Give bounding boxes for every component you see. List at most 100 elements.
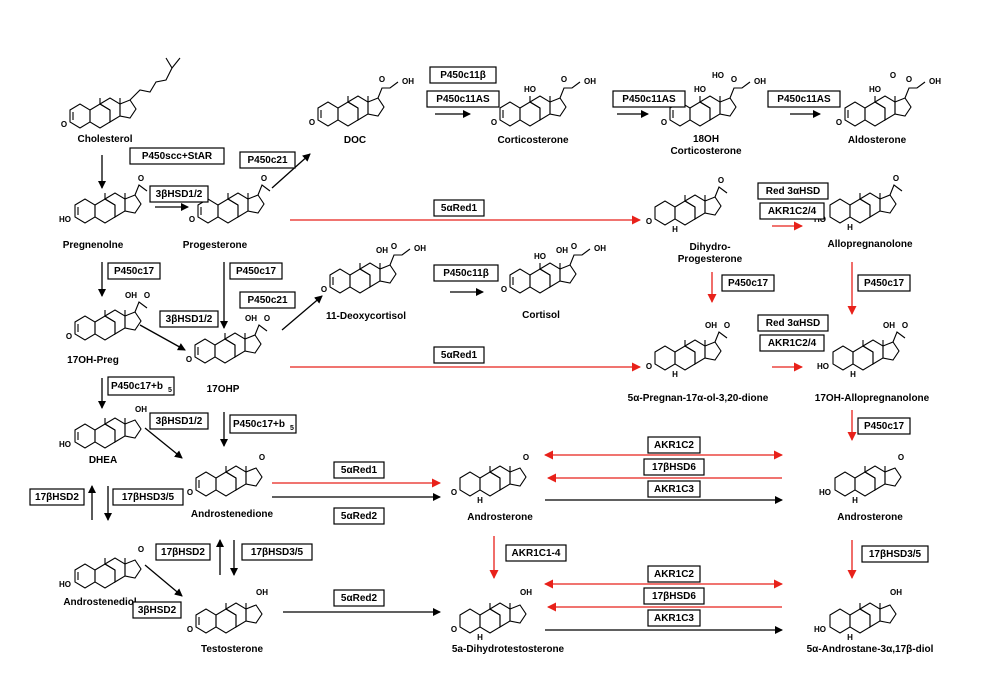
atom-label: OH xyxy=(594,244,606,253)
compound-aldosterone: Aldosterone xyxy=(848,135,907,146)
atom-label: OH xyxy=(520,588,532,597)
enzyme-box: 17βHSD2 xyxy=(155,543,211,561)
red-arrows xyxy=(272,215,857,612)
aldosterone-structure: O OH HO O O xyxy=(836,71,941,127)
atom-label: OH xyxy=(245,314,257,323)
enzyme-akr1c2-label: AKR1C2 xyxy=(654,569,694,580)
androstenedione-structure: O O xyxy=(187,453,265,497)
enzyme-5ared1-label: 5αRed1 xyxy=(341,465,378,476)
atom-label: H xyxy=(672,370,678,379)
enzyme-box: 17βHSD3/5 xyxy=(241,543,313,561)
enzyme-5ared1-label: 5αRed1 xyxy=(441,203,478,214)
enzyme-box: P450c17 xyxy=(721,274,775,292)
enzyme-box: 5αRed1 xyxy=(333,461,385,479)
compound-17oh-allopregnanolone: 17OH-Allopregnanolone xyxy=(815,393,930,404)
atom-label: O xyxy=(187,625,193,634)
atom-label: OH xyxy=(929,77,941,86)
enzyme-5ared2-label: 5αRed2 xyxy=(341,593,378,604)
compound-progesterone: Progesterone xyxy=(183,240,248,251)
enzyme-box: P450c17 xyxy=(107,262,161,280)
enzyme-p450c11as-label: P450c11AS xyxy=(622,94,676,105)
atom-label: O xyxy=(893,174,899,183)
enzyme-3bhsd2-label: 3βHSD2 xyxy=(138,605,177,616)
enzyme-box: P450c17+b 5 xyxy=(107,376,175,396)
enzyme-b5-subscript: 5 xyxy=(168,387,172,394)
enzyme-box: P450c17 xyxy=(857,417,911,435)
atom-label: O xyxy=(259,453,265,462)
atom-label: O xyxy=(309,118,315,127)
atom-label: O xyxy=(66,332,72,341)
androstenediol-structure: O HO xyxy=(59,545,144,589)
enzyme-17bhsd35-label: 17βHSD3/5 xyxy=(122,492,175,503)
arrow-17ohp-deoxy xyxy=(281,295,323,331)
atom-label: O xyxy=(836,118,842,127)
atom-label: O xyxy=(523,453,529,462)
enzyme-p450c11b-label: P450c11β xyxy=(440,70,486,81)
dht-structure: OH O H xyxy=(451,588,532,642)
enzyme-akr1c24-label: AKR1C2/4 xyxy=(768,206,817,217)
enzyme-box: AKR1C1-4 xyxy=(505,544,567,562)
compound-11-deoxycortisol: 11-Deoxycortisol xyxy=(326,311,406,322)
cortisol-structure: O OH OH HO O xyxy=(501,242,606,294)
arrow-androstenediol-testo xyxy=(144,564,183,597)
allopregnanolone-structure: O HO H xyxy=(814,174,903,232)
atom-label: OH xyxy=(125,291,137,300)
atom-label: O xyxy=(451,488,457,497)
compound-pregnan-dione: 5α-Pregnan-17α-ol-3,20-dione xyxy=(628,393,769,404)
enzyme-p450c11as-label: P450c11AS xyxy=(436,94,490,105)
enzyme-box: Red 3αHSD xyxy=(757,314,829,332)
17ohp-structure: O OH O xyxy=(186,314,270,364)
enzyme-p450c17-label: P450c17 xyxy=(728,278,768,289)
atom-label: O xyxy=(724,321,730,330)
atom-label: HO xyxy=(869,85,881,94)
enzyme-box: P450c11AS xyxy=(767,90,841,108)
atom-label: HO xyxy=(534,252,546,261)
atom-label: H xyxy=(672,225,678,234)
enzyme-box: 5αRed2 xyxy=(333,589,385,607)
compound-18oh-line1: 18OH xyxy=(693,134,719,145)
enzyme-akr1c3-label: AKR1C3 xyxy=(654,484,694,495)
atom-label: O xyxy=(144,291,150,300)
enzyme-box: P450c11β xyxy=(433,264,499,282)
enzyme-17bhsd6-label: 17βHSD6 xyxy=(652,462,696,473)
enzyme-box: AKR1C2/4 xyxy=(759,202,825,220)
compound-androsterone-mid: Androsterone xyxy=(467,512,533,523)
enzyme-p450c17-label: P450c17 xyxy=(864,278,904,289)
enzyme-box: P450scc+StAR xyxy=(129,147,225,165)
enzyme-box: 17βHSD6 xyxy=(643,587,705,605)
17oh-preg-structure: O OH O xyxy=(66,291,150,341)
atom-label: OH xyxy=(883,321,895,330)
atom-label: OH xyxy=(584,77,596,86)
atom-label: HO xyxy=(817,362,829,371)
atom-label: HO xyxy=(59,440,71,449)
atom-label: O xyxy=(61,120,67,129)
atom-label: O xyxy=(906,75,912,84)
enzyme-box: 17βHSD2 xyxy=(29,488,85,506)
enzyme-box: 17βHSD3/5 xyxy=(112,488,184,506)
enzyme-box: 17βHSD3/5 xyxy=(861,545,929,563)
compound-dhea: DHEA xyxy=(89,455,117,466)
atom-label: OH xyxy=(890,588,902,597)
atom-label: O xyxy=(321,285,327,294)
enzyme-box: 5αRed1 xyxy=(433,199,485,217)
enzyme-box: P450c21 xyxy=(239,151,296,169)
atom-label: HO xyxy=(712,71,724,80)
compound-17oh-preg: 17OH-Preg xyxy=(67,355,119,366)
atom-label: O xyxy=(571,242,577,251)
enzyme-box: P450c11β xyxy=(429,66,497,84)
atom-label: O xyxy=(138,174,144,183)
androstanediol-structure: OH HO H xyxy=(814,588,902,642)
progesterone-structure: O O xyxy=(189,174,271,224)
18oh-corticosterone-structure: O OH HO HO O xyxy=(661,71,766,127)
atom-label: O xyxy=(902,321,908,330)
atom-label: O xyxy=(646,217,652,226)
enzyme-5ared1-label: 5αRed1 xyxy=(441,350,478,361)
compound-cortisol: Cortisol xyxy=(522,310,560,321)
atom-label: HO xyxy=(814,625,826,634)
enzyme-17bhsd35-label: 17βHSD3/5 xyxy=(251,547,304,558)
enzyme-17bhsd2-label: 17βHSD2 xyxy=(35,492,79,503)
enzyme-b5-subscript: 5 xyxy=(290,425,294,432)
compound-androsterone-right: Androsterone xyxy=(837,512,903,523)
atom-label: OH xyxy=(135,405,147,414)
enzyme-box: 5αRed1 xyxy=(433,346,485,364)
